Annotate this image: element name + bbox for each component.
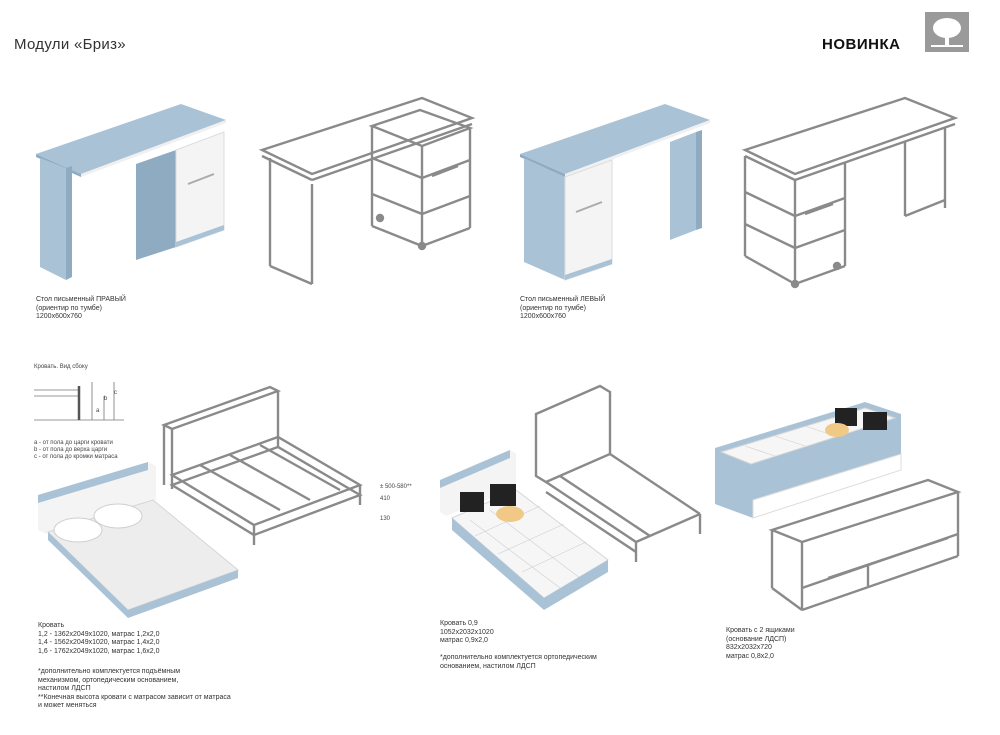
- desk-left-caption: Стол письменный ЛЕВЫЙ (ориентир по тумбе…: [520, 296, 606, 320]
- side-view-letter-b: b: [104, 396, 108, 402]
- desk-right-illustration: [36, 104, 226, 280]
- double-bed-illustration: [38, 462, 239, 618]
- legend-b: b - от пола до верха царги: [34, 447, 108, 453]
- double-bed-caption: Кровать 1,2 - 1362х2049х1020, матрас 1,2…: [38, 622, 160, 655]
- desk-left-illustration: [520, 104, 710, 281]
- single-bed-note: *дополнительно комплектуется ортопедичес…: [440, 654, 597, 670]
- side-view-letter-a: a: [96, 408, 100, 414]
- drawer-bed-wireframe: [768, 478, 962, 612]
- side-view-letter-c: c: [114, 390, 117, 396]
- double-bed-wireframe: [160, 385, 363, 545]
- dimension-410: 410: [380, 496, 391, 502]
- tree-logo-icon: [925, 12, 969, 52]
- drawer-bed-caption: Кровать с 2 ящиками (основание ЛДСП) 832…: [726, 627, 795, 660]
- new-badge: НОВИНКА: [822, 36, 901, 53]
- drawer-bed-illustration: [715, 402, 902, 519]
- bed-side-view-diagram: [34, 382, 124, 421]
- dimension-130: 130: [380, 516, 391, 522]
- side-view-title: Кровать. Вид сбоку: [34, 364, 88, 370]
- desk-left-wireframe: [741, 96, 959, 289]
- legend-c: с - от пола до кромки матраса: [34, 454, 118, 460]
- desk-right-caption: Стол письменный ПРАВЫЙ (ориентир по тумб…: [36, 296, 126, 320]
- double-bed-note: *дополнительно комплектуется подъёмным м…: [38, 668, 231, 709]
- dimension-height-range: ± 500-580**: [380, 484, 412, 490]
- legend-a: а - от пола до царги кровати: [34, 440, 113, 446]
- single-bed-caption: Кровать 0,9 1052х2032х1020 матрас 0,9х2,…: [440, 620, 494, 644]
- side-view-legend: а - от пола до царги кровати b - от пола…: [34, 440, 118, 461]
- page-title: Модули «Бриз»: [14, 36, 126, 53]
- single-bed-wireframe: [534, 384, 702, 562]
- single-bed-illustration: [440, 450, 609, 610]
- desk-right-wireframe: [258, 96, 476, 286]
